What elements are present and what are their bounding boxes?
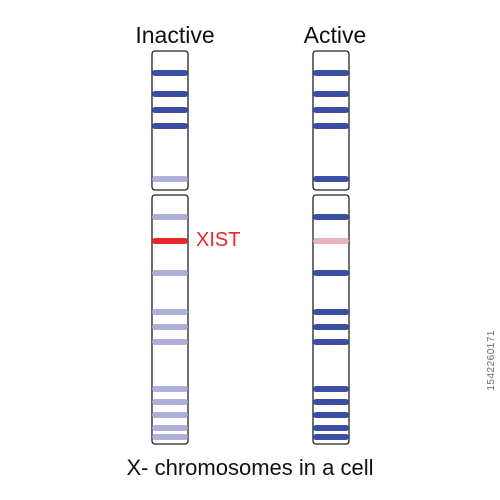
inactive-lower-arm	[151, 194, 189, 445]
active-chromosome	[312, 50, 350, 445]
active-lower-arm	[312, 194, 350, 445]
active-upper-arm	[312, 50, 350, 191]
inactive-chromosome-title: Inactive	[135, 22, 215, 48]
active-chromosome-title: Active	[303, 22, 367, 48]
xist-gene-label: XIST	[196, 229, 241, 251]
inactive-chromosome	[151, 50, 189, 445]
inactive-upper-arm	[151, 50, 189, 191]
caption: X- chromosomes in a cell	[126, 455, 374, 480]
stock-id-watermark: 1542260171	[486, 330, 497, 391]
